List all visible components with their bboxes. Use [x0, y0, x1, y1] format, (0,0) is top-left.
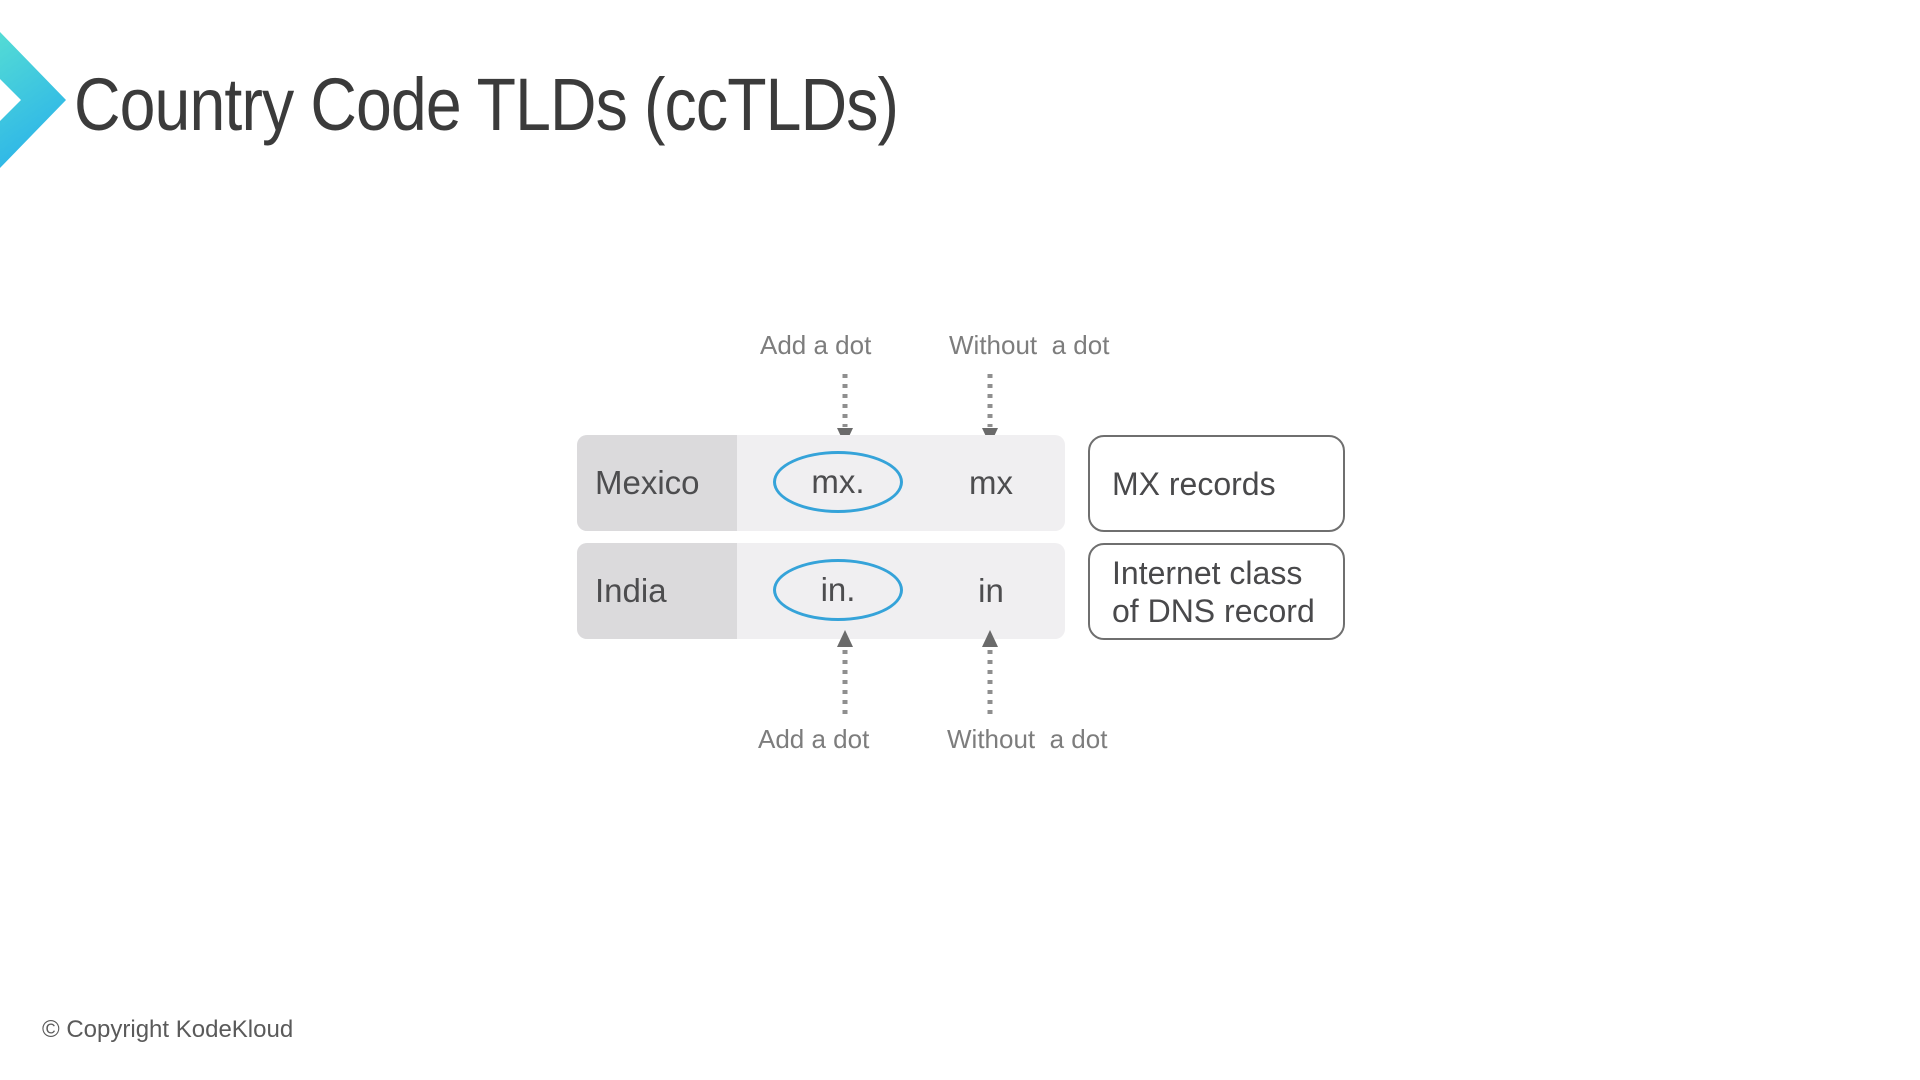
kodekloud-logo-chevron-icon [0, 32, 66, 168]
dotted-tld-ellipse: in. [773, 559, 903, 621]
copyright-notice: © Copyright KodeKloud [42, 1016, 294, 1043]
bottom-label-without-a-dot: Without a dot [947, 724, 1108, 754]
tld-without-dot-label: in [951, 543, 1031, 639]
note-box-label: MX records [1112, 465, 1276, 502]
dotted-tld-ellipse: mx. [773, 451, 903, 513]
page-title: Country Code TLDs (ccTLDs) [74, 63, 899, 146]
tld-row-india: India in. in [577, 543, 1065, 639]
note-box-internet-class: Internet class of DNS record [1088, 543, 1345, 640]
tld-plain-text: mx [969, 464, 1013, 501]
tld-with-dot-label: mx. [811, 463, 865, 500]
top-label-without-a-dot: Without a dot [949, 330, 1110, 360]
bottom-label-add-a-dot: Add a dot [758, 724, 870, 754]
arrow-up-to-in-plain-icon [980, 630, 1000, 715]
country-label: Mexico [595, 464, 700, 501]
arrow-up-to-in-dot-icon [835, 630, 855, 715]
top-label-add-a-dot: Add a dot [760, 330, 872, 360]
tld-without-dot-label: mx [951, 435, 1031, 531]
country-cell: India [577, 543, 737, 639]
tld-plain-text: in [978, 572, 1004, 609]
tld-with-dot-label: in. [820, 571, 856, 608]
country-label: India [595, 572, 667, 609]
country-cell: Mexico [577, 435, 737, 531]
note-box-label: Internet class of DNS record [1112, 554, 1315, 629]
note-box-mx-records: MX records [1088, 435, 1345, 532]
tld-row-mexico: Mexico mx. mx [577, 435, 1065, 531]
